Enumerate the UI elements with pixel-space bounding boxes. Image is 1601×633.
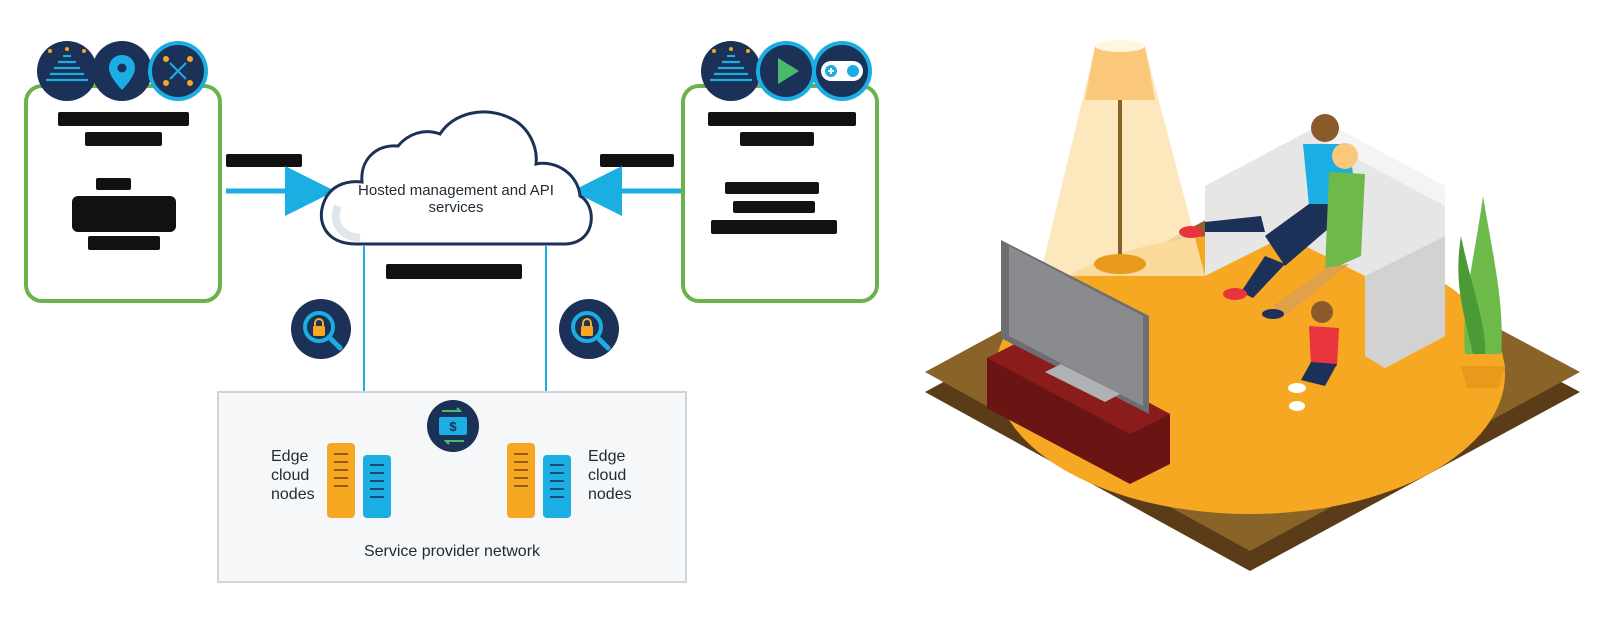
left-application-panel <box>24 84 222 303</box>
redacted-graphic <box>96 178 131 190</box>
network-nodes-icon <box>148 41 208 101</box>
hierarchy-icon <box>701 41 761 101</box>
service-provider-network: $ Edge cloud nodes <box>217 391 687 583</box>
redacted-text <box>711 220 837 234</box>
right-icon-group <box>700 40 875 102</box>
redacted-text <box>733 201 815 213</box>
billing-dollar-icon: $ <box>426 399 480 453</box>
redacted-label <box>226 154 302 167</box>
potted-plant <box>1458 196 1505 388</box>
person-woman <box>1262 143 1365 319</box>
svg-text:$: $ <box>449 419 457 434</box>
lamp-light-cone <box>1040 48 1205 276</box>
redacted-label <box>386 264 522 279</box>
play-icon <box>756 41 816 101</box>
connector-arrows <box>226 166 681 422</box>
right-application-panel <box>681 84 879 303</box>
redacted-graphic <box>72 196 176 232</box>
lock-magnifier-icon <box>290 298 352 360</box>
person-child <box>1288 301 1339 411</box>
redacted-text <box>708 112 856 126</box>
cloud-label-line1: Hosted management and API <box>358 182 554 199</box>
redacted-text <box>725 182 819 194</box>
edge-server-icon <box>327 443 393 519</box>
redacted-text <box>740 132 814 146</box>
hierarchy-icon <box>37 41 97 101</box>
edge-cloud-nodes-label-left: Edge cloud nodes <box>271 448 315 503</box>
lamp-shade <box>1085 46 1155 100</box>
redacted-graphic <box>88 236 160 250</box>
service-provider-network-label: Service provider network <box>363 543 541 560</box>
edge-cloud-nodes-label-right: Edge cloud nodes <box>588 448 632 503</box>
left-icon-group <box>36 40 211 102</box>
lock-magnifier-icon <box>558 298 620 360</box>
redacted-text <box>58 112 189 126</box>
edge-server-icon <box>507 443 573 519</box>
lamp-base <box>1094 254 1146 274</box>
gamepad-icon <box>812 41 872 101</box>
redacted-text <box>85 132 162 146</box>
redacted-label <box>600 154 674 167</box>
cloud-label-line2: services <box>428 199 484 216</box>
location-pin-icon <box>92 41 152 101</box>
living-room-illustration <box>925 40 1580 571</box>
cloud-hosted-services: Hosted management and API services <box>316 104 596 248</box>
